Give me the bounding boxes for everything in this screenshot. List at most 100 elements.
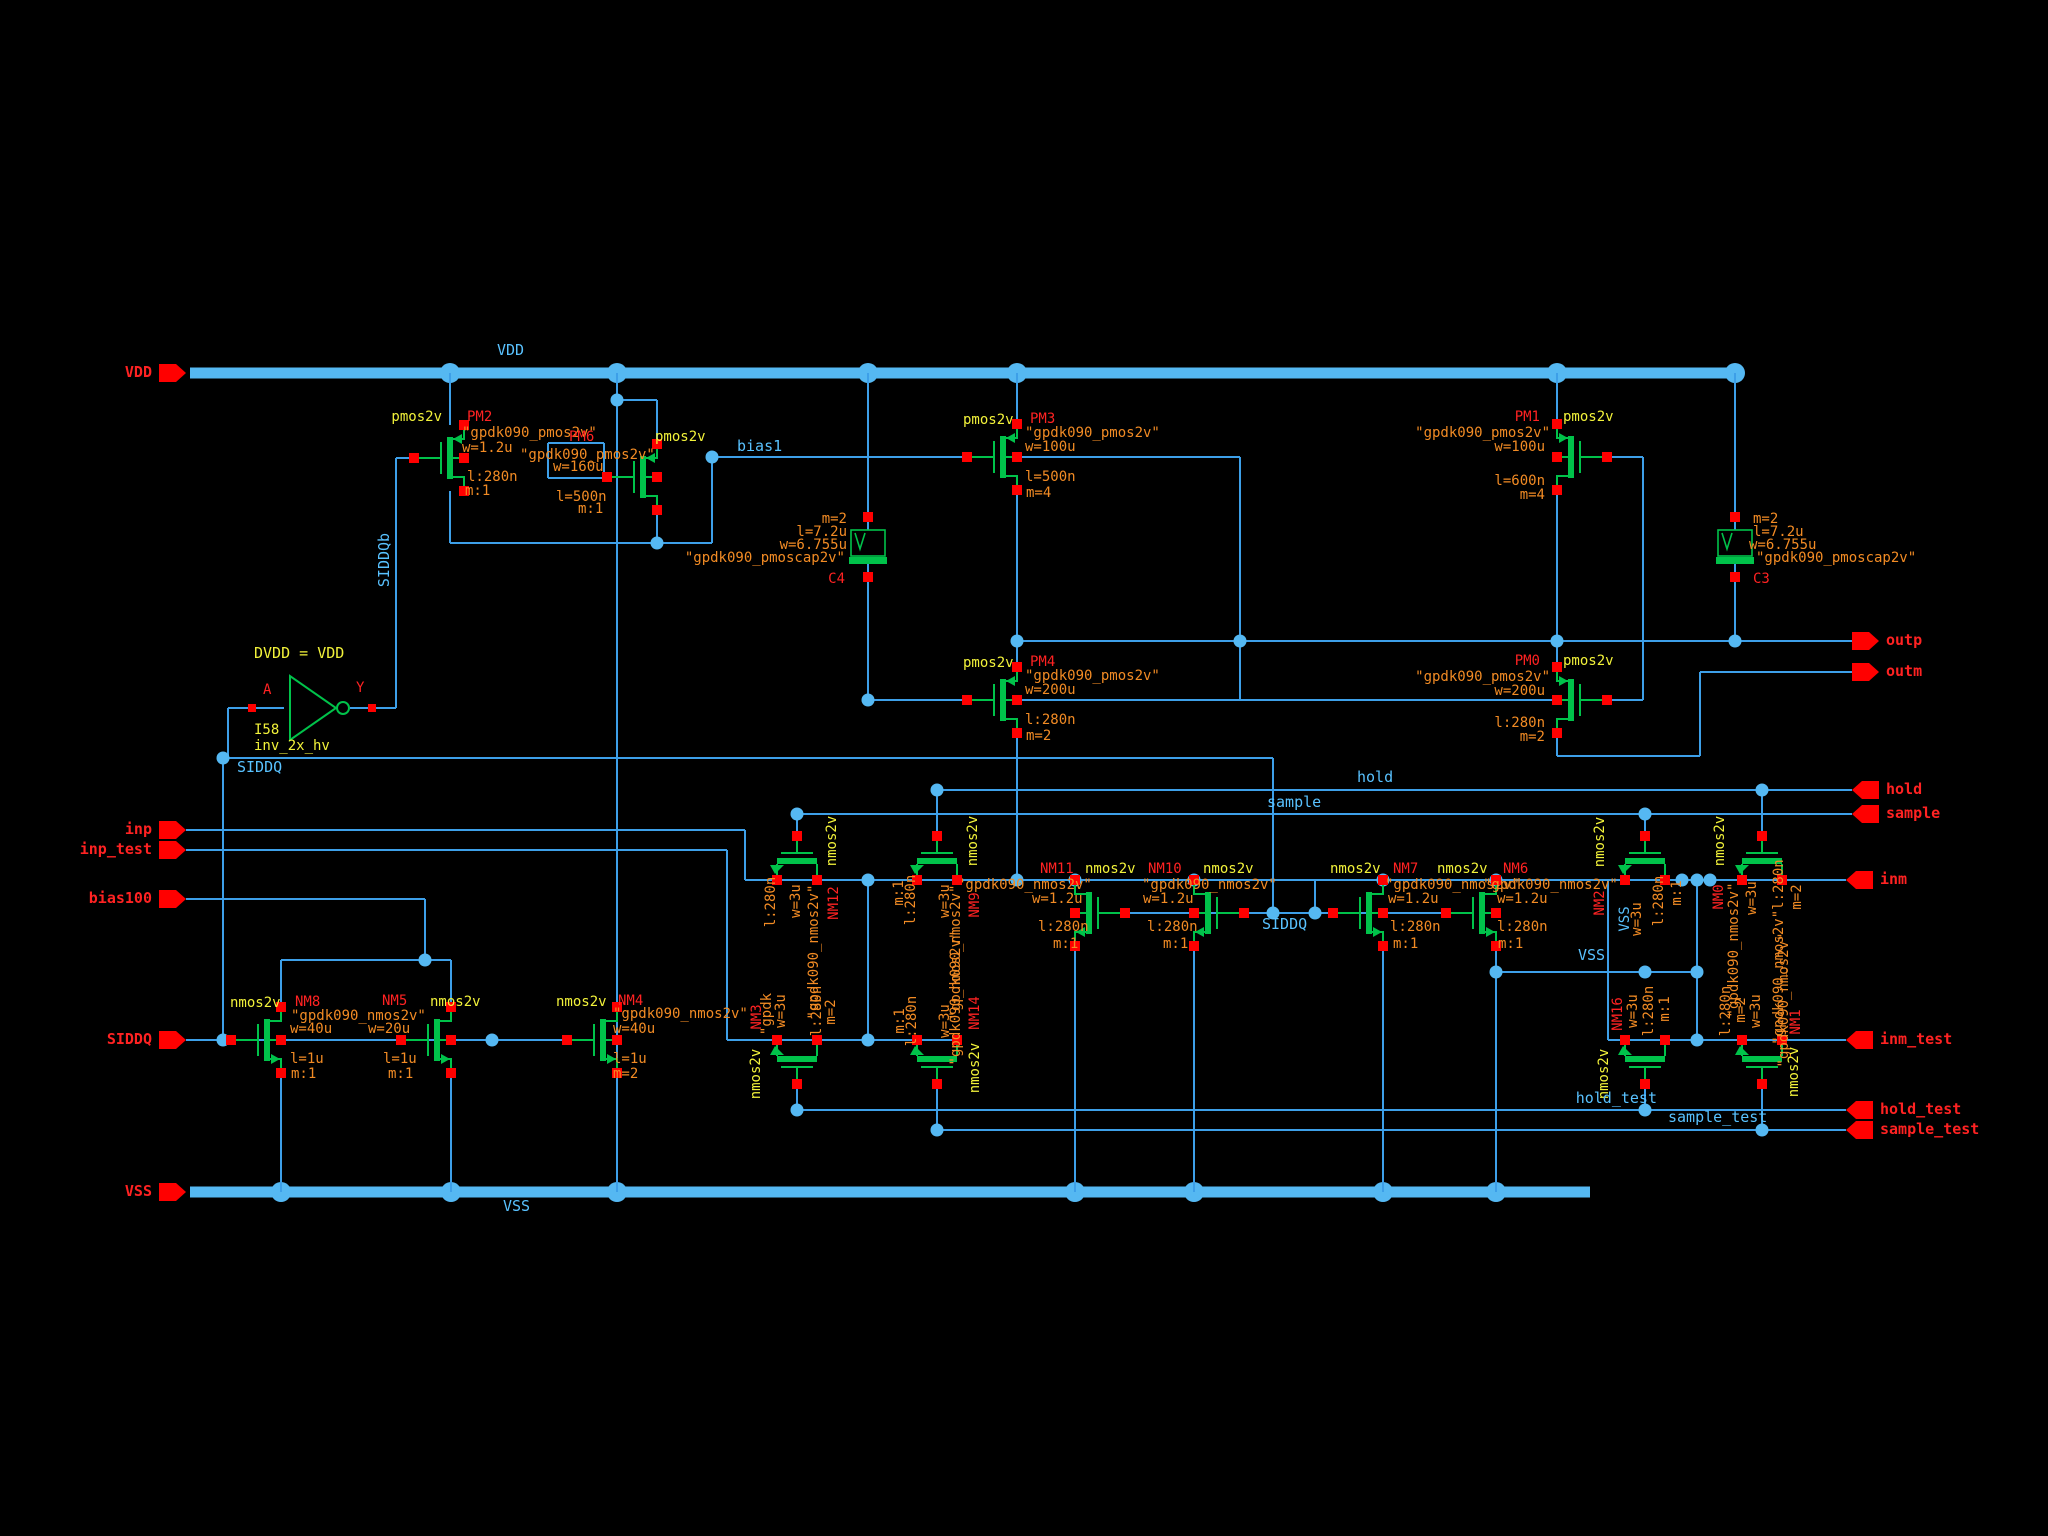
net-label: SIDDQ: [237, 758, 282, 776]
device-param: l:280n: [1390, 919, 1441, 935]
port-VDD[interactable]: VDD: [125, 363, 186, 382]
instance-name: PM4: [1030, 654, 1055, 670]
device-param: w=3u: [937, 1004, 953, 1038]
device-param: w=100u: [1025, 439, 1076, 455]
device-param: l:280n: [763, 877, 779, 928]
pin-square: [912, 1035, 922, 1045]
rail-VSS[interactable]: VSS: [190, 1182, 1590, 1215]
port-arrow-icon[interactable]: [159, 841, 186, 859]
port-arrow-icon[interactable]: [1846, 871, 1873, 889]
instance-name: PM1: [1515, 409, 1540, 425]
device-param: m:1: [1669, 880, 1685, 905]
model-name: pmos2v: [963, 655, 1014, 671]
model-name: nmos2v: [1786, 1047, 1802, 1098]
pin-square: [1189, 908, 1199, 918]
port-inm[interactable]: inm: [1846, 870, 1907, 889]
port-label: inm: [1880, 870, 1907, 888]
pin-square: [248, 704, 256, 712]
port-arrow-icon[interactable]: [1852, 805, 1879, 823]
port-outp[interactable]: outp: [1852, 631, 1922, 650]
device-param: "gpdk090_nmos2v": [1483, 877, 1618, 893]
device-param: m=2: [1026, 728, 1051, 744]
model-name: nmos2v: [1592, 817, 1608, 868]
device-param: w=20u: [368, 1021, 410, 1037]
port-arrow-icon[interactable]: [159, 364, 186, 382]
pin-square: [612, 1002, 622, 1012]
port-arrow-icon[interactable]: [1846, 1031, 1873, 1049]
device-param: l=1u: [383, 1051, 417, 1067]
model-name: nmos2v: [824, 816, 840, 867]
port-arrow-icon[interactable]: [159, 821, 186, 839]
transistor-NM0[interactable]: nmos2vNM0"gpdk090_nmos2v"w=3u"gpdk090_nm…: [1711, 816, 1805, 1045]
port-hold[interactable]: hold: [1852, 780, 1922, 799]
port-arrow-icon[interactable]: [1852, 632, 1879, 650]
pin-square: [1189, 875, 1199, 885]
pin-square: [1378, 875, 1388, 885]
port-arrow-icon[interactable]: [159, 1031, 186, 1049]
wire-junction-dot: [1675, 873, 1689, 887]
model-name: nmos2v: [1712, 816, 1728, 867]
device-param: l:280n: [1038, 919, 1089, 935]
net-labels: SIDDQb: [375, 533, 393, 587]
port-sample_test[interactable]: sample_test: [1846, 1120, 1979, 1139]
cap-box: [850, 529, 886, 557]
port-outm[interactable]: outm: [1852, 662, 1922, 681]
pin-square: [1552, 485, 1562, 495]
port-SIDDQ[interactable]: SIDDQ: [107, 1030, 186, 1049]
instance-name: NM4: [618, 993, 643, 1009]
port-inp_test[interactable]: inp_test: [80, 840, 186, 859]
instance-name: inv_2x_hv: [254, 738, 330, 754]
port-sample[interactable]: sample: [1852, 804, 1940, 823]
port-bias100[interactable]: bias100: [89, 889, 186, 908]
pin-square: [602, 472, 612, 482]
device-param: "gpdk090_nmos2v": [948, 931, 964, 1066]
port-inm_test[interactable]: inm_test: [1846, 1030, 1952, 1049]
port-arrow-icon[interactable]: [1852, 663, 1879, 681]
port-arrow-icon[interactable]: [159, 890, 186, 908]
port-inp[interactable]: inp: [125, 820, 186, 839]
port-VSS[interactable]: VSS: [125, 1182, 186, 1201]
device-param: w=6.755u: [1749, 537, 1816, 553]
pin-square: [1660, 1035, 1670, 1045]
capacitor-C3[interactable]: m=2l=7.2uw=6.755u"gpdk090_pmoscap2v"C3: [1716, 511, 1916, 587]
port-hold_test[interactable]: hold_test: [1846, 1100, 1961, 1119]
wire-junction-dot: [705, 450, 719, 464]
pmos-arrow-icon: [1006, 433, 1015, 443]
port-arrow-icon[interactable]: [1846, 1101, 1873, 1119]
device-param: m:1: [1498, 936, 1523, 952]
port-arrow-icon[interactable]: [1852, 781, 1879, 799]
rail-VDD[interactable]: VDD: [190, 341, 1745, 383]
channel: [1742, 1056, 1782, 1062]
wire-junction-dot: [1690, 965, 1704, 979]
port-arrow-icon[interactable]: [1846, 1121, 1873, 1139]
port-label: VSS: [125, 1182, 152, 1200]
port-arrow-icon[interactable]: [159, 1183, 186, 1201]
pin-square: [1328, 908, 1338, 918]
wire-junction-dot: [1638, 1103, 1652, 1117]
capacitor-C4[interactable]: m=2l=7.2uw=6.755u"gpdk090_pmoscap2v"C4: [685, 511, 887, 587]
net-labels: bias1: [737, 437, 782, 455]
pin-square: [1552, 452, 1562, 462]
wire-junction-dot: [610, 393, 624, 407]
